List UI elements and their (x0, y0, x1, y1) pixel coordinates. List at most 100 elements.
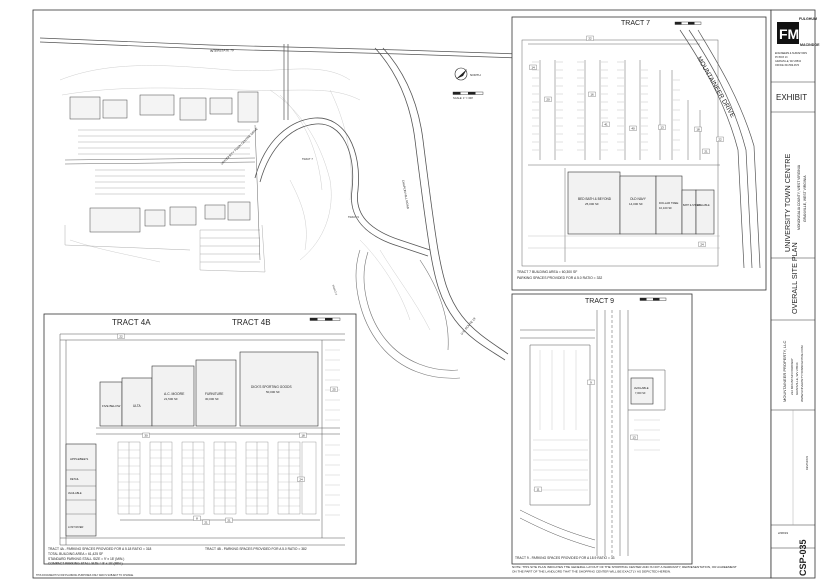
stall-count-badge (225, 517, 233, 523)
tract7-note-2: PARKING SPACES PROVIDED FOR A 5.0 RATIO … (517, 276, 602, 280)
stall-count: 14 (531, 66, 535, 70)
tract9-scale-bar (639, 297, 667, 301)
tract4-lost-river-label: LOST RIVER (68, 525, 84, 529)
owner-line-3: WWW.UNIVERSITYTOWNCENTRE.COM (800, 345, 804, 402)
sheet-number: CSP-035 (798, 539, 808, 576)
stall-count-badge (202, 519, 210, 525)
tract7-bed-bath-building (567, 171, 621, 235)
label-interstate: INTERSTATE 79 (210, 48, 234, 53)
stall-count-badge (587, 379, 595, 385)
tract4a-note-2: TOTAL BUILDING AREA = 61,425 SF (48, 552, 103, 556)
tract9-building-label: AVAILABLE (634, 386, 649, 390)
parking-rows (78, 129, 260, 263)
tract9-building (630, 377, 654, 405)
firm-name-top: FULGHUM (799, 17, 817, 21)
stall-count: 18 (696, 128, 700, 132)
tract7-bed-bath-area: 25,000 SF (585, 202, 599, 206)
tract4b-title: TRACT 4B (232, 318, 271, 327)
tract4-scale-bar (309, 317, 341, 321)
tract4b-note-1: TRACT 4B - PARKING SPACES PROVIDED FOR A… (205, 547, 307, 551)
stall-count: 13 (632, 436, 636, 440)
north-arrow-icon (454, 67, 468, 81)
route-705 (374, 47, 509, 361)
interstate-79 (39, 37, 521, 59)
lot-lines (64, 224, 266, 273)
stall-count-badge (544, 96, 552, 102)
tract7-dollar-tree-area: 10,100 SF (659, 206, 672, 210)
tract9-stall-counts: 13 9 11 (534, 379, 638, 492)
tract4-ac-moore-area: 21,500 SF (164, 397, 178, 401)
tract9-stall-stripes (533, 350, 660, 491)
label-route-19: U.S. ROUTE 19 (460, 316, 477, 335)
tract4-applebees-subdivisions (66, 469, 96, 515)
stall-count: 9 (590, 381, 592, 385)
stall-count: 40 (631, 127, 635, 131)
firm-line-4: OFFICE 304.599.4670 (775, 64, 800, 67)
tract7-buildings (567, 171, 715, 235)
stall-count: 20 (546, 98, 550, 102)
contour-lines (59, 65, 431, 331)
stall-count-badge (193, 515, 201, 521)
stall-count-badge (630, 434, 638, 440)
project-name: UNIVERSITY TOWN CENTRE (783, 154, 792, 252)
stall-count: 24 (700, 243, 704, 247)
label-tract9-ref: TRACT 9 (348, 215, 359, 219)
stall-count-badge (698, 241, 706, 247)
stall-count-badge (586, 35, 594, 41)
revisions-label: REVISIONS (805, 456, 809, 470)
tract4-furniture-building (195, 359, 237, 427)
title-date: 2/28/19 (778, 531, 788, 535)
stall-count: 24 (299, 478, 303, 482)
mountaineer-drive (679, 29, 761, 269)
label-route-705: CHAPLIN HILL ROAD (401, 179, 410, 210)
connector-road (283, 44, 289, 120)
north-arrow-label: NORTH (470, 73, 481, 77)
tract4-retail-label: RETAIL (70, 477, 79, 481)
overall-scale-label: SCALE: 1" = 300' (453, 96, 474, 100)
tract4-ulta-label: ULTA (133, 404, 142, 408)
stall-count-badge (602, 121, 610, 127)
drawing-title: OVERALL SITE PLAN (790, 242, 799, 314)
exhibit-label: EXHIBIT (776, 93, 807, 102)
tract7-old-navy-label: OLD NAVY (630, 197, 647, 201)
tract7-dollar-tree-label: DOLLAR TREE (659, 201, 679, 205)
firm-logo: FM (777, 22, 799, 44)
tract4-ac-moore-building (151, 365, 195, 427)
disclaimer-line-2: ON THE PART OF THE LANDLORD THAT THE SHO… (512, 570, 671, 574)
owner-line-2: GRANVILLE, WV 26534 (795, 362, 799, 395)
tract4-ac-moore-label: A.C. MOORE (164, 392, 185, 396)
stall-count-badge (117, 333, 125, 339)
stall-count: 18 (301, 434, 305, 438)
tract4-buildings (65, 351, 319, 537)
stall-count: 21 (704, 150, 708, 154)
stall-count: 22 (588, 37, 592, 41)
tract4-applebees-building (65, 443, 97, 537)
tract4a-note-3: STANDARD PARKING STALL SIZE = 9' x 18' (… (48, 557, 124, 561)
tract9-note: TRACT 9 - PARKING SPACES PROVIDED FOR A … (515, 556, 615, 560)
tract7-bath-shoe-building (681, 189, 697, 235)
tract4-furniture-label: FURNITURE (205, 392, 223, 396)
stall-count: 11 (536, 488, 539, 492)
stall-count: 21 (204, 521, 208, 525)
title-block (770, 9, 816, 579)
stall-count-badge (588, 91, 596, 97)
stall-count-badge (658, 124, 666, 130)
stall-count: 41 (604, 123, 608, 127)
tract4a-note-4: COMPACT PARKING STALL SIZE = 8' x 16' (M… (48, 562, 123, 566)
stall-count: 22 (119, 335, 123, 339)
firm-line-2: PO BOX 13 (775, 56, 788, 59)
disclaimer-line-1: NOTE: THIS SITE PLAN INDICATES THE GENER… (512, 565, 737, 569)
stall-count: 16 (590, 93, 594, 97)
firm-line-3: GRANVILLE, WV 26534 (775, 60, 802, 63)
shopping-area-buildings (69, 91, 259, 233)
tract4-furniture-area: 30,000 SF (205, 397, 219, 401)
tract4-dicks-area: 50,000 SF (266, 390, 280, 394)
tract7-old-navy-building (619, 175, 657, 235)
tract7-dollar-tree-building (655, 175, 683, 235)
firm-name-bottom: MACINDOE (800, 43, 820, 47)
stall-count-badge (297, 476, 305, 482)
tract7-available-label: AVAILABLE (697, 204, 710, 207)
